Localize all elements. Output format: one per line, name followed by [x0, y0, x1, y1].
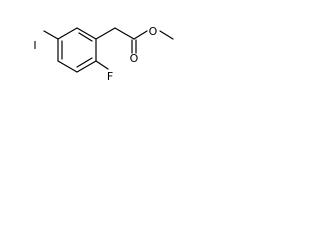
carbonyl-carbon-bond [114, 27, 135, 40]
methylene-bond [95, 27, 116, 40]
ring-bond-4 [57, 60, 78, 73]
molecule-structure: I F O O [33, 25, 174, 83]
benzene-ring [57, 27, 97, 73]
methyl-bond [159, 30, 174, 40]
ring-double-bond-bottom [76, 57, 93, 68]
fluorine-bond [95, 60, 109, 70]
fluorine-atom-label: F [107, 70, 113, 83]
ester-oxygen-bond [133, 30, 148, 40]
iodine-bond [43, 30, 59, 40]
ring-bond-3 [76, 60, 97, 73]
ring-double-bond-top [78, 32, 93, 42]
ring-bond-6 [57, 27, 78, 40]
carbonyl-oxygen-label: O [130, 52, 139, 65]
ring-bond-1 [76, 27, 97, 40]
iodine-atom-label: I [33, 39, 36, 52]
ester-oxygen-label: O [149, 25, 158, 38]
